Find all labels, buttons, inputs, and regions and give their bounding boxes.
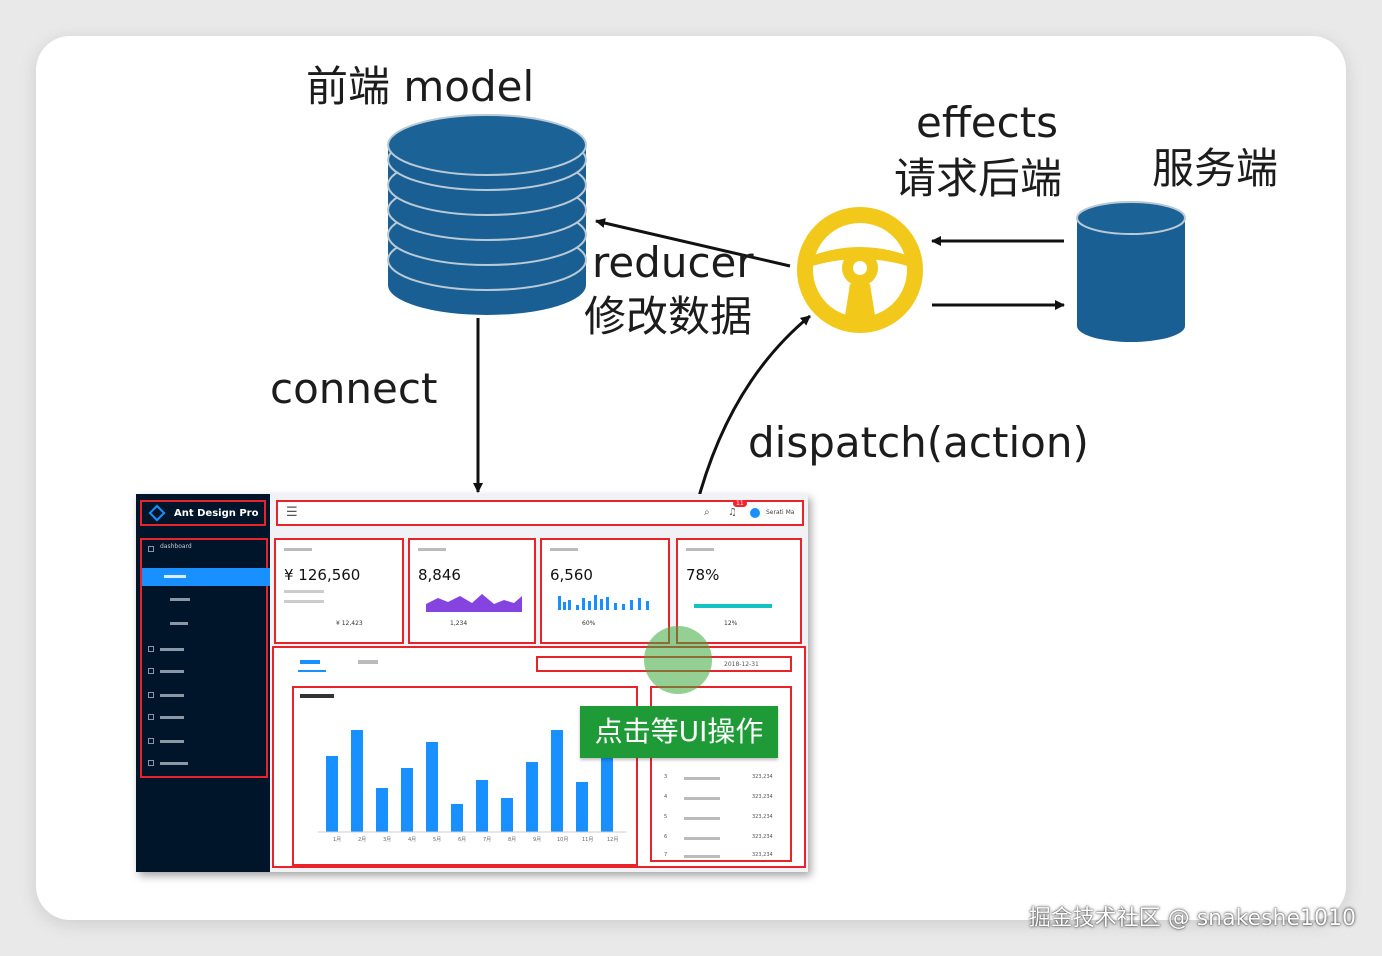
campaign-progress-bar bbox=[694, 604, 772, 608]
tab-sales-active bbox=[298, 670, 326, 672]
stat-card-campaign: 78% 12% bbox=[676, 538, 802, 644]
rank-number: 7 bbox=[664, 852, 668, 858]
store-ranking-box: 3 323,234 4 323,234 5 323,234 6 323,234 … bbox=[650, 686, 792, 862]
menu-item-form bbox=[148, 644, 258, 654]
dashboard-sidebar bbox=[136, 494, 270, 872]
stat-footer: 1,234 bbox=[450, 620, 468, 627]
rank-value: 323,234 bbox=[752, 774, 773, 780]
server-database-icon bbox=[1076, 201, 1186, 342]
touch-indicator bbox=[644, 626, 712, 694]
search-icon: ⌕ bbox=[704, 507, 710, 518]
stat-footer: ¥ 12,423 bbox=[336, 620, 363, 627]
reducer-label: reducer bbox=[592, 238, 754, 287]
x-tick-label: 2月 bbox=[358, 837, 367, 843]
user-name: Serati Ma bbox=[766, 509, 795, 516]
avatar bbox=[750, 508, 760, 518]
menu-item-account bbox=[148, 758, 258, 768]
dashboard-menu: dashboard bbox=[140, 538, 270, 778]
rank-number: 6 bbox=[664, 834, 668, 840]
rank-row: 4 323,234 bbox=[664, 794, 786, 804]
stat-value: 6,560 bbox=[550, 566, 593, 584]
stat-value: 8,846 bbox=[418, 566, 461, 584]
bell-icon: ♫ bbox=[728, 507, 737, 518]
effects-sub-label: 请求后端 bbox=[894, 154, 1063, 203]
stat-card-sales: ¥ 126,560 ¥ 12,423 bbox=[274, 538, 404, 644]
x-tick-label: 1月 bbox=[333, 837, 342, 843]
x-tick-label: 7月 bbox=[483, 837, 492, 843]
sales-x-axis: 1月 2月 3月 4月 5月 6月 7月 8月 9月 10月 11月 12月 bbox=[321, 836, 641, 844]
notification-badge: 11 bbox=[733, 500, 747, 507]
rank-row: 7 323,234 bbox=[664, 852, 786, 862]
x-tick-label: 5月 bbox=[433, 837, 442, 843]
tab-visits-label bbox=[358, 660, 378, 664]
x-tick-label: 3月 bbox=[383, 837, 392, 843]
dispatch-label: dispatch(action) bbox=[748, 418, 1089, 467]
tab-sales-label bbox=[300, 660, 320, 664]
stat-card-visits: 8,846 1,234 bbox=[408, 538, 536, 644]
stat-footer: 12% bbox=[724, 620, 738, 627]
rank-row: 5 323,234 bbox=[664, 814, 786, 824]
stat-value: 78% bbox=[686, 566, 720, 584]
rank-row: 3 323,234 bbox=[664, 774, 786, 784]
rank-number: 5 bbox=[664, 814, 668, 820]
x-tick-label: 11月 bbox=[582, 837, 594, 843]
frontend-model-database-icon bbox=[387, 114, 587, 315]
ui-action-note: 点击等UI操作 bbox=[580, 706, 778, 758]
reducer-sub-label: 修改数据 bbox=[584, 292, 753, 341]
dashboard-logo: Ant Design Pro bbox=[140, 500, 266, 526]
ant-logo-icon bbox=[148, 504, 166, 522]
x-tick-label: 12月 bbox=[607, 837, 619, 843]
effects-label: effects bbox=[916, 98, 1059, 147]
menu-item-workplace bbox=[148, 618, 258, 628]
date-end: 2018-12-31 bbox=[724, 661, 759, 668]
menu-item-list bbox=[148, 666, 258, 676]
sales-bars bbox=[326, 730, 613, 832]
stat-value: ¥ 126,560 bbox=[284, 566, 361, 584]
rank-row: 6 323,234 bbox=[664, 834, 786, 844]
menu-item-monitor bbox=[148, 594, 258, 604]
sales-trend-chart-box: 1月 2月 3月 4月 5月 6月 7月 8月 9月 10月 11月 12月 bbox=[292, 686, 638, 866]
x-tick-label: 4月 bbox=[408, 837, 417, 843]
menu-item-analysis bbox=[142, 568, 270, 586]
dashboard-screenshot: Ant Design Pro dashboard ☰ ⌕ ♫ 11 Serati… bbox=[136, 494, 808, 872]
stat-footer: 60% bbox=[582, 620, 596, 627]
menu-item-result bbox=[148, 712, 258, 722]
connect-label: connect bbox=[270, 364, 438, 413]
x-tick-label: 6月 bbox=[458, 837, 467, 843]
visits-area-chart bbox=[426, 594, 522, 612]
model-label: 前端 model bbox=[306, 62, 535, 111]
x-tick-label: 10月 bbox=[557, 837, 569, 843]
rank-number: 3 bbox=[664, 774, 668, 780]
menu-item-profile bbox=[148, 690, 258, 700]
dashboard-header: ☰ ⌕ ♫ 11 Serati Ma bbox=[276, 500, 804, 526]
main-content-box bbox=[272, 646, 806, 868]
menu-item-dashboard: dashboard bbox=[148, 543, 258, 554]
rank-value: 323,234 bbox=[752, 794, 773, 800]
x-tick-label: 8月 bbox=[508, 837, 517, 843]
dashboard-logo-text: Ant Design Pro bbox=[174, 508, 259, 519]
rank-number: 4 bbox=[664, 794, 668, 800]
reducer-arrow bbox=[595, 218, 791, 268]
x-tick-label: 9月 bbox=[533, 837, 542, 843]
sales-bar-chart bbox=[318, 730, 626, 833]
server-label: 服务端 bbox=[1152, 144, 1279, 193]
menu-fold-icon: ☰ bbox=[286, 505, 298, 520]
watermark: 掘金技术社区 @ snakeshe1010 bbox=[1028, 906, 1356, 931]
rank-value: 323,234 bbox=[752, 852, 773, 858]
rank-value: 323,234 bbox=[752, 814, 773, 820]
menu-item-label: dashboard bbox=[160, 543, 192, 550]
menu-item-exception bbox=[148, 736, 258, 746]
stat-card-payments: 6,560 60% bbox=[540, 538, 670, 644]
sales-chart-title bbox=[300, 694, 334, 698]
dashboard-menu-icon bbox=[148, 546, 154, 552]
rank-value: 323,234 bbox=[752, 834, 773, 840]
effects-steering-wheel-icon bbox=[797, 207, 923, 333]
payments-bar-chart bbox=[558, 595, 649, 610]
